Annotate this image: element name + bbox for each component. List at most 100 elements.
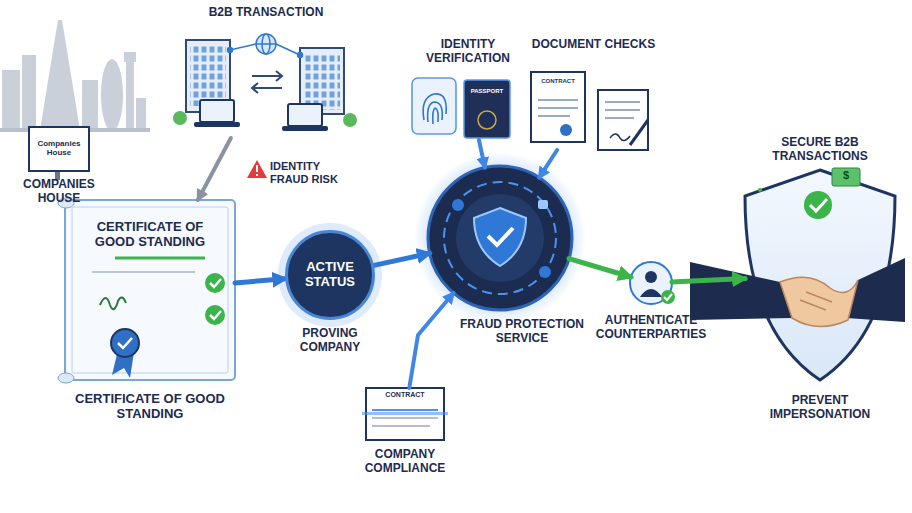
status-glow — [278, 223, 382, 327]
node-text: CERTIFICATE OF GOOD STANDING — [85, 220, 215, 250]
passport-icon-part — [478, 111, 496, 129]
network-globe-part — [228, 48, 233, 53]
contract-documents-part — [630, 120, 648, 145]
protection-hub-part — [539, 266, 551, 278]
handshake-part — [780, 277, 858, 326]
contract-documents-part — [538, 99, 578, 101]
status-glow-part — [278, 223, 382, 327]
office-buildings-part — [304, 54, 340, 110]
node-caption: CERTIFICATE OF GOOD STANDING — [65, 392, 235, 422]
node-text: DOCUMENT CHECKS — [531, 38, 656, 52]
city-skyline-part — [136, 98, 146, 130]
city-skyline-part — [82, 80, 98, 130]
flow-arrow — [374, 253, 430, 265]
status-circle: ACTIVE STATUSPROVING COMPANY — [285, 230, 375, 320]
secure-shield-part — [810, 199, 827, 211]
person-icon-part — [640, 289, 662, 297]
city-skyline-part — [101, 59, 123, 131]
compliance-box: CONTRACTCOMPANY COMPLIANCE — [366, 388, 444, 440]
certificate-part — [65, 200, 235, 380]
fingerprint-icon-part — [433, 108, 438, 124]
compliance-document-part — [372, 417, 438, 419]
city-skyline-part — [124, 52, 136, 62]
warning-icon — [247, 160, 267, 178]
network-globe-part — [276, 44, 300, 55]
fingerprint-icon-part — [428, 102, 443, 122]
person-icon-part — [630, 262, 672, 304]
certificate-part — [210, 311, 221, 319]
flow-arrow — [198, 138, 231, 200]
node-text: IDENTITY VERIFICATION — [408, 38, 528, 66]
protection-hub-part — [538, 200, 548, 209]
certificate-part — [115, 257, 205, 260]
flow-arrow — [569, 259, 631, 277]
flow-arrow — [409, 293, 453, 388]
office-buildings-part — [343, 113, 357, 127]
exchange-arrows — [252, 71, 282, 93]
contract-documents — [531, 72, 648, 150]
protection-hub-part — [456, 194, 544, 282]
city-skyline — [0, 20, 150, 132]
certificate-part — [72, 207, 228, 373]
currency-symbol: $ — [838, 169, 854, 182]
person-icon-part — [645, 271, 657, 283]
certificate-part — [92, 271, 195, 273]
node-caption: AUTHENTICATE COUNTERPARTIES — [581, 314, 721, 342]
certificate — [58, 198, 235, 383]
laptops-part — [194, 122, 240, 127]
laptops-part — [200, 100, 234, 122]
node-caption: FRAUD PROTECTION SERVICE — [457, 318, 587, 346]
flow-arrow — [539, 150, 557, 178]
laptops-part — [282, 126, 328, 131]
protection-hub-part — [488, 228, 513, 245]
protection-hub-part — [428, 166, 572, 310]
fingerprint-icon — [412, 78, 456, 134]
person-icon-part — [661, 290, 675, 304]
node-text: CONTRACT — [385, 391, 424, 399]
contract-documents-part — [605, 101, 640, 103]
city-skyline-part — [22, 55, 36, 130]
transaction-panel: B2B TRANSACTION — [180, 6, 352, 138]
secure-shield-part — [804, 191, 832, 219]
contract-documents-part — [538, 115, 570, 117]
network-globe-part — [230, 44, 256, 50]
node-caption: PREVENT IMPERSONATION — [740, 394, 900, 422]
sign-box: Companies HouseCOMPANIES HOUSE — [28, 126, 90, 172]
exchange-arrows-part — [252, 83, 282, 93]
network-globe-part — [298, 53, 303, 58]
node-caption: COMPANIES HOUSE — [11, 178, 107, 206]
certificate-box: CERTIFICATE OF GOOD STANDINGCERTIFICATE … — [65, 200, 235, 380]
node-caption: COMPANY COMPLIANCE — [350, 448, 460, 476]
laptops-part — [288, 104, 322, 126]
warning-icon-part — [256, 165, 258, 172]
network-globe-part — [256, 34, 276, 54]
contract-documents-part — [538, 107, 578, 109]
certificate-part — [111, 329, 139, 357]
city-skyline-part — [40, 20, 80, 130]
protection-hub — [414, 152, 586, 324]
exchange-arrows-part — [252, 71, 282, 81]
city-skyline-part — [126, 60, 134, 130]
passport-icon-part — [464, 80, 510, 138]
warning-icon-part — [247, 160, 267, 178]
verification-group: IDENTITY VERIFICATION — [405, 38, 531, 140]
document-group: DOCUMENT CHECKS — [528, 38, 659, 150]
person-circle: AUTHENTICATE COUNTERPARTIES — [630, 262, 672, 304]
risk-label: IDENTITY FRAUD RISK — [270, 160, 350, 185]
protection-hub-part — [452, 199, 464, 211]
handshake-part — [800, 292, 832, 310]
laptops — [194, 100, 328, 131]
passport-label: PASSPORT — [464, 88, 510, 95]
warning-icon-part — [256, 174, 258, 176]
compliance-document-part — [372, 409, 438, 411]
contract-documents-part — [605, 109, 640, 111]
office-buildings-part — [190, 46, 226, 106]
contract-documents-part — [531, 72, 585, 142]
node-text: ACTIVE STATUS — [295, 260, 365, 290]
secure-shield-box: SECURE B2B TRANSACTIONSPREVENT IMPERSONA… — [745, 170, 895, 380]
network-globe — [228, 34, 303, 58]
protection-hub-part — [474, 208, 526, 266]
compliance-document-part — [362, 412, 448, 415]
